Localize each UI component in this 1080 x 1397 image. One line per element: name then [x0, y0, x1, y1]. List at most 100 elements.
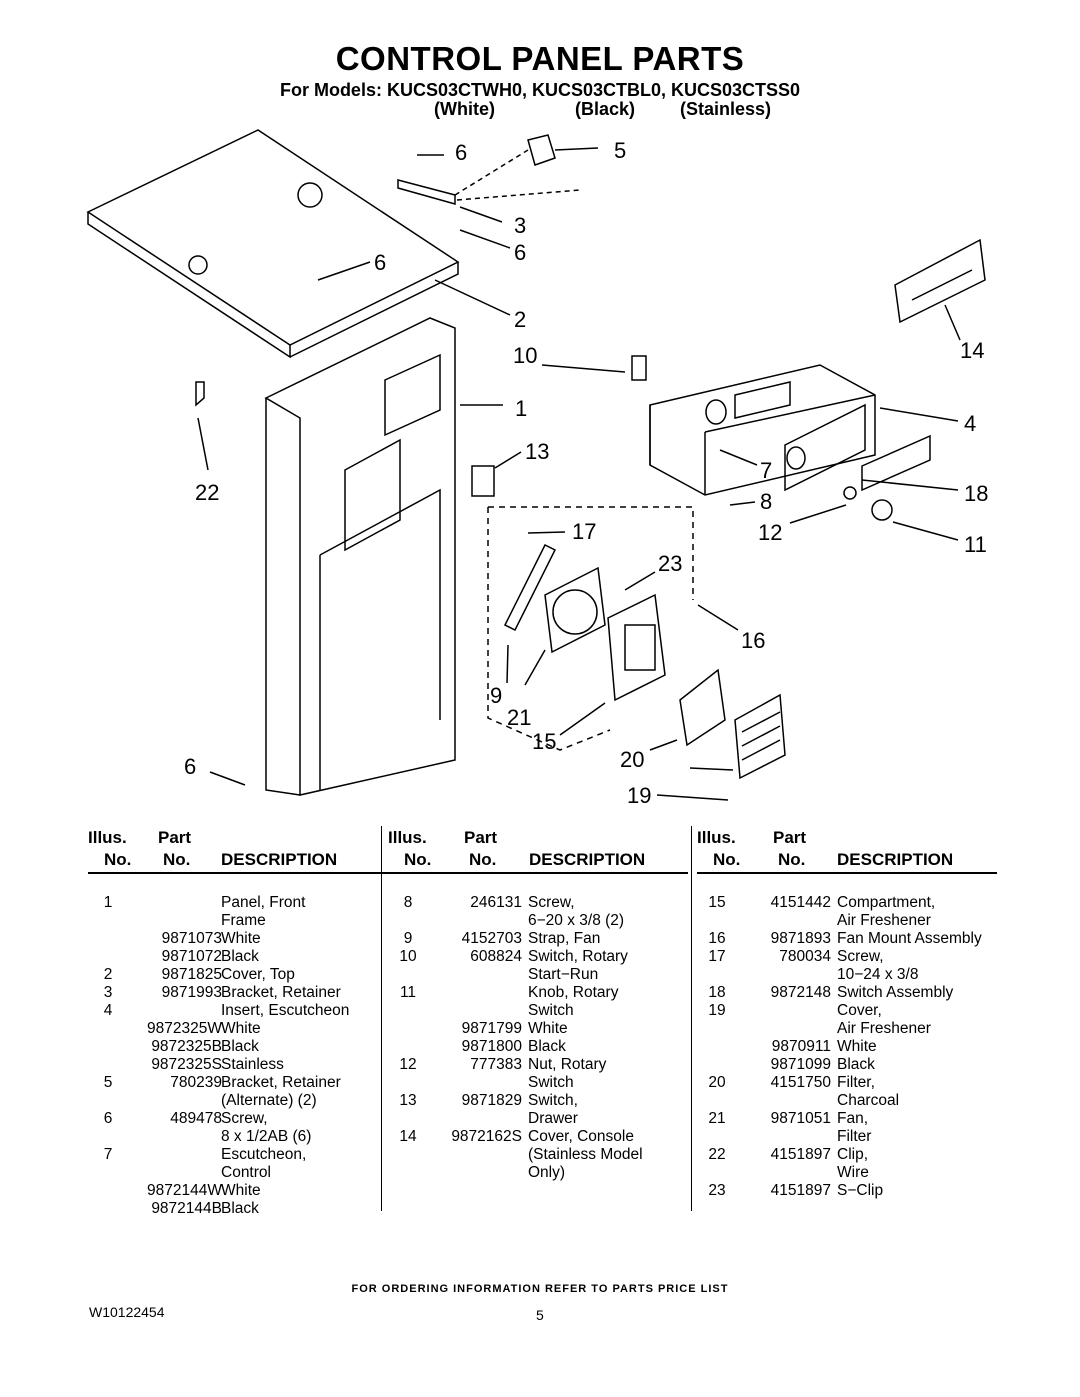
- part-description: Escutcheon,: [221, 1146, 307, 1163]
- part-description: Switch, Rotary: [528, 948, 628, 965]
- illus-number: 10: [399, 948, 417, 965]
- part-number: 9871800: [461, 1038, 522, 1055]
- part-number: 9871099: [770, 1056, 831, 1073]
- part-description: Air Freshener: [837, 912, 931, 929]
- description-header: DESCRIPTION: [837, 850, 954, 869]
- table-row: Start−Run: [388, 966, 688, 984]
- part-number: 4151897: [770, 1182, 831, 1199]
- part-description: White: [221, 1182, 261, 1199]
- table-row: 9870911 White: [697, 1038, 997, 1056]
- part-number: 9870911: [771, 1038, 831, 1055]
- part-description: Fan Mount Assembly: [837, 930, 982, 947]
- callout-label: 8: [760, 489, 772, 514]
- callout-label: 17: [572, 519, 596, 544]
- illus-number: 18: [708, 984, 726, 1001]
- part-number: 9871073: [161, 930, 222, 947]
- part-description: Black: [221, 948, 259, 965]
- table-row: Air Freshener: [697, 1020, 997, 1038]
- part-description: Control: [221, 1164, 271, 1181]
- variant-white: (White): [434, 99, 495, 119]
- part-description: Frame: [221, 912, 266, 929]
- console-cover-part: [894, 238, 986, 324]
- illus-header-top: Illus.: [388, 828, 427, 847]
- part-number: 9871051: [770, 1110, 831, 1127]
- illus-number: 1: [103, 894, 113, 911]
- part-description: White: [528, 1020, 568, 1037]
- callout-label: 6: [184, 754, 196, 779]
- table-header: Illus. No. Part No. DESCRIPTION: [388, 826, 688, 874]
- part-description: Fan,: [837, 1110, 869, 1127]
- table-row: Only): [388, 1164, 688, 1182]
- callout-label: 3: [514, 213, 526, 238]
- table-row: Air Freshener: [697, 912, 997, 930]
- rotary-switch-part: [631, 355, 647, 381]
- illus-number: 21: [708, 1110, 726, 1127]
- part-description: White: [837, 1038, 877, 1055]
- part-number: 4151750: [770, 1074, 831, 1091]
- callout-label: 22: [195, 480, 219, 505]
- page-title: CONTROL PANEL PARTS: [335, 40, 745, 77]
- part-number: 9871799: [461, 1020, 522, 1037]
- part-number: 9872325B: [151, 1038, 222, 1055]
- callout-label: 21: [507, 705, 531, 730]
- table-row: 6−20 x 3/8 (2): [388, 912, 688, 930]
- part-description: Bracket, Retainer: [221, 984, 341, 1001]
- table-row: 10−24 x 3/8: [697, 966, 997, 984]
- part-description: Screw,: [221, 1110, 268, 1127]
- table-row: 21 9871051 Fan,: [697, 1110, 997, 1128]
- table-row: 9871799 White: [388, 1020, 688, 1038]
- table-header: Illus. No. Part No. DESCRIPTION: [88, 826, 388, 874]
- part-description: (Stainless Model: [528, 1146, 643, 1163]
- variant-black: (Black): [575, 99, 636, 119]
- callout-label: 18: [964, 481, 988, 506]
- illus-number: 11: [399, 984, 417, 1001]
- callout-label: 15: [532, 729, 556, 754]
- part-description: Switch: [528, 1074, 574, 1091]
- part-number: 9871893: [770, 930, 831, 947]
- part-number: 9872148: [770, 984, 831, 1001]
- part-description: (Alternate) (2): [221, 1092, 317, 1109]
- callout-label: 7: [760, 458, 772, 483]
- illus-number: 22: [708, 1146, 726, 1163]
- table-row: (Alternate) (2): [88, 1092, 388, 1110]
- part-description: Only): [528, 1164, 566, 1181]
- illus-number: 15: [708, 894, 726, 911]
- page-number: 5: [536, 1307, 544, 1323]
- document-number: W10122454: [89, 1304, 165, 1320]
- part-number: 9871825: [161, 966, 222, 983]
- callout-label: 14: [960, 338, 984, 363]
- knob-part: [871, 499, 893, 521]
- part-description: Black: [528, 1038, 566, 1055]
- part-header-bottom: No.: [163, 850, 191, 869]
- compartment-part: [607, 593, 666, 702]
- callout-label: 19: [627, 783, 651, 808]
- illus-number: 4: [103, 1002, 113, 1019]
- table-row: Drawer: [388, 1110, 688, 1128]
- part-description: Bracket, Retainer: [221, 1074, 341, 1091]
- part-number: 9871829: [461, 1092, 522, 1109]
- illus-number: 19: [708, 1002, 726, 1019]
- part-description: Start−Run: [528, 966, 599, 983]
- illus-number: 14: [399, 1128, 417, 1145]
- description-header: DESCRIPTION: [221, 850, 338, 869]
- table-row: Switch: [388, 1002, 688, 1020]
- part-number: 489478: [170, 1110, 222, 1127]
- callout-label: 20: [620, 747, 644, 772]
- table-header: Illus. No. Part No. DESCRIPTION: [697, 826, 997, 874]
- callout-label: 13: [525, 439, 549, 464]
- part-header-bottom: No.: [778, 850, 806, 869]
